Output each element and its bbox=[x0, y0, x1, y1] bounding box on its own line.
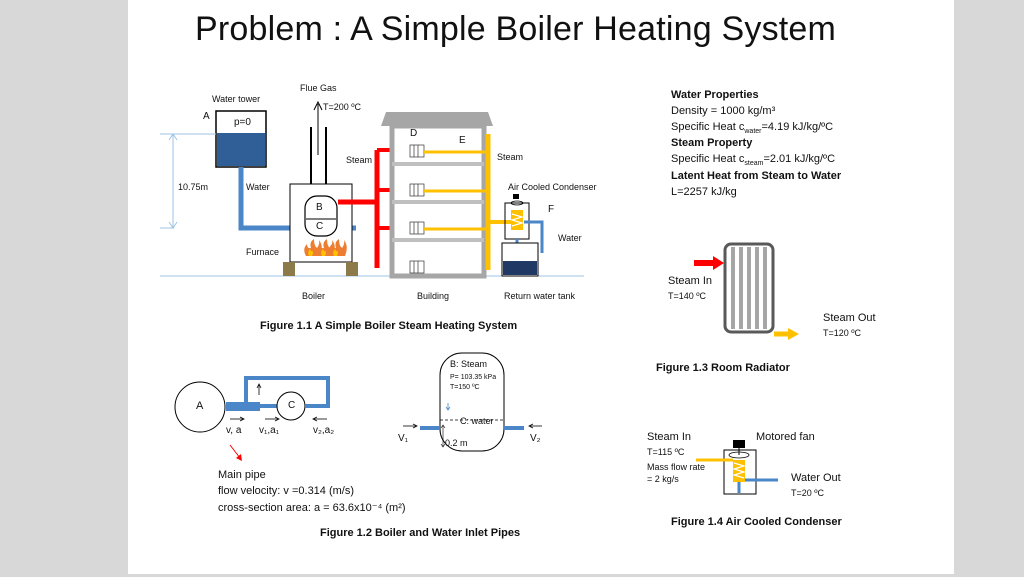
b-steam-label: B: Steam bbox=[450, 359, 488, 369]
v-a-label: v, a bbox=[226, 425, 242, 436]
mass-flow-label: Mass flow rate bbox=[647, 462, 706, 472]
water-label: Water bbox=[246, 182, 270, 192]
return-pipe bbox=[524, 220, 544, 253]
tank-a-circle bbox=[174, 381, 226, 433]
label-d: D bbox=[410, 128, 418, 139]
water-tower-water bbox=[217, 133, 265, 166]
furnace-foot-left bbox=[283, 262, 295, 276]
v1-a1-label: v₁,a₁ bbox=[259, 425, 280, 436]
latent-heat-value: L=2257 kJ/kg bbox=[671, 186, 737, 198]
fig2-label-c: C bbox=[288, 400, 296, 411]
flue-temp-label: T=200 ºC bbox=[323, 102, 362, 112]
label-f: F bbox=[548, 204, 555, 215]
air-cooled-condenser-label: Air Cooled Condenser bbox=[508, 182, 597, 192]
boiler-vessel bbox=[304, 195, 338, 237]
height-label: 10.75m bbox=[178, 182, 209, 192]
fig3-caption: Figure 1.3 Room Radiator bbox=[656, 362, 790, 374]
slide-page: Problem : A Simple Boiler Heating System… bbox=[128, 0, 954, 574]
condenser-frame-2 bbox=[723, 449, 757, 495]
vessel-bc bbox=[439, 352, 505, 452]
cp-steam-text: Specific Heat csteam=2.01 kJ/kg/ºC bbox=[671, 153, 836, 168]
page-title: Problem : A Simple Boiler Heating System bbox=[195, 10, 837, 48]
motored-fan-icon bbox=[728, 451, 750, 459]
radiator-t-out-label: T=120 ºC bbox=[823, 328, 862, 338]
return-tank-water bbox=[503, 261, 537, 275]
cross-section-text: cross-section area: a = 63.6x10⁻⁴ (m²) bbox=[218, 502, 406, 514]
cp-water-text: Specific Heat cwater=4.19 kJ/kg/ºC bbox=[671, 121, 834, 136]
building-return-lines bbox=[424, 150, 488, 231]
label-c: C bbox=[316, 221, 324, 232]
motored-fan-label: Motored fan bbox=[756, 431, 815, 443]
main-pipe-pointer bbox=[229, 444, 241, 459]
condenser-fan-icon bbox=[510, 200, 524, 206]
fan-motor bbox=[733, 440, 745, 448]
inlet-loop-pipe bbox=[244, 376, 330, 408]
steam-property-heading: Steam Property bbox=[671, 137, 753, 149]
latent-heat-heading: Latent Heat from Steam to Water bbox=[671, 170, 842, 182]
return-tank-label: Return water tank bbox=[504, 291, 576, 301]
diagram-graphics bbox=[160, 100, 799, 495]
label-b: B bbox=[316, 202, 323, 213]
steam-label-left: Steam bbox=[346, 155, 373, 165]
building-label: Building bbox=[417, 291, 450, 301]
condenser-t-in-label: T=115 ºC bbox=[647, 447, 685, 457]
v2-a2-label: v₂,a₂ bbox=[313, 425, 335, 436]
condenser-t-out-label: T=20 ºC bbox=[791, 488, 825, 498]
flames-icon bbox=[304, 239, 347, 256]
radiator-t-in-label: T=140 ºC bbox=[668, 291, 707, 301]
water-label-right: Water bbox=[558, 233, 582, 243]
boiler-label: Boiler bbox=[302, 291, 326, 301]
radiator-fins bbox=[731, 247, 767, 329]
depth-label: 0.2 m bbox=[445, 438, 468, 448]
steam-label-right: Steam bbox=[497, 152, 524, 162]
v1-label: V₁ bbox=[398, 433, 409, 444]
v2-label: V₂ bbox=[530, 433, 541, 444]
building-roof bbox=[381, 112, 493, 126]
vessel-temp-label: T=150 ºC bbox=[450, 384, 480, 391]
label-a: A bbox=[203, 111, 210, 122]
water-out-label: Water Out bbox=[791, 472, 841, 484]
flow-velocity-text: flow velocity: v =0.314 (m/s) bbox=[218, 485, 355, 497]
main-pipe-label: Main pipe bbox=[218, 469, 266, 481]
water-properties-heading: Water Properties bbox=[671, 89, 759, 101]
furnace-foot-right bbox=[346, 262, 358, 276]
water-supply-pipe bbox=[238, 167, 306, 231]
mass-flow-value: = 2 kg/s bbox=[647, 474, 679, 484]
flue-gas-label: Flue Gas bbox=[300, 83, 337, 93]
fig2-caption: Figure 1.2 Boiler and Water Inlet Pipes bbox=[320, 527, 521, 539]
main-pipe-rect bbox=[226, 402, 260, 411]
fig2-label-a: A bbox=[196, 400, 204, 412]
radiator-steam-out-label: Steam Out bbox=[823, 312, 876, 324]
pressure-label: p=0 bbox=[234, 117, 251, 128]
water-tower-label: Water tower bbox=[212, 94, 261, 104]
label-e: E bbox=[459, 135, 466, 146]
fig1-caption: Figure 1.1 A Simple Boiler Steam Heating… bbox=[260, 320, 518, 332]
vessel-pressure-label: P= 103.35 kPa bbox=[450, 374, 497, 381]
radiator-steam-in-label: Steam In bbox=[668, 275, 713, 287]
fig4-caption: Figure 1.4 Air Cooled Condenser bbox=[671, 516, 842, 528]
density-text: Density = 1000 kg/m³ bbox=[671, 105, 776, 117]
condenser-steam-in-label: Steam In bbox=[647, 431, 692, 443]
c-water-label: C: water bbox=[460, 416, 494, 426]
furnace-label: Furnace bbox=[246, 247, 280, 257]
